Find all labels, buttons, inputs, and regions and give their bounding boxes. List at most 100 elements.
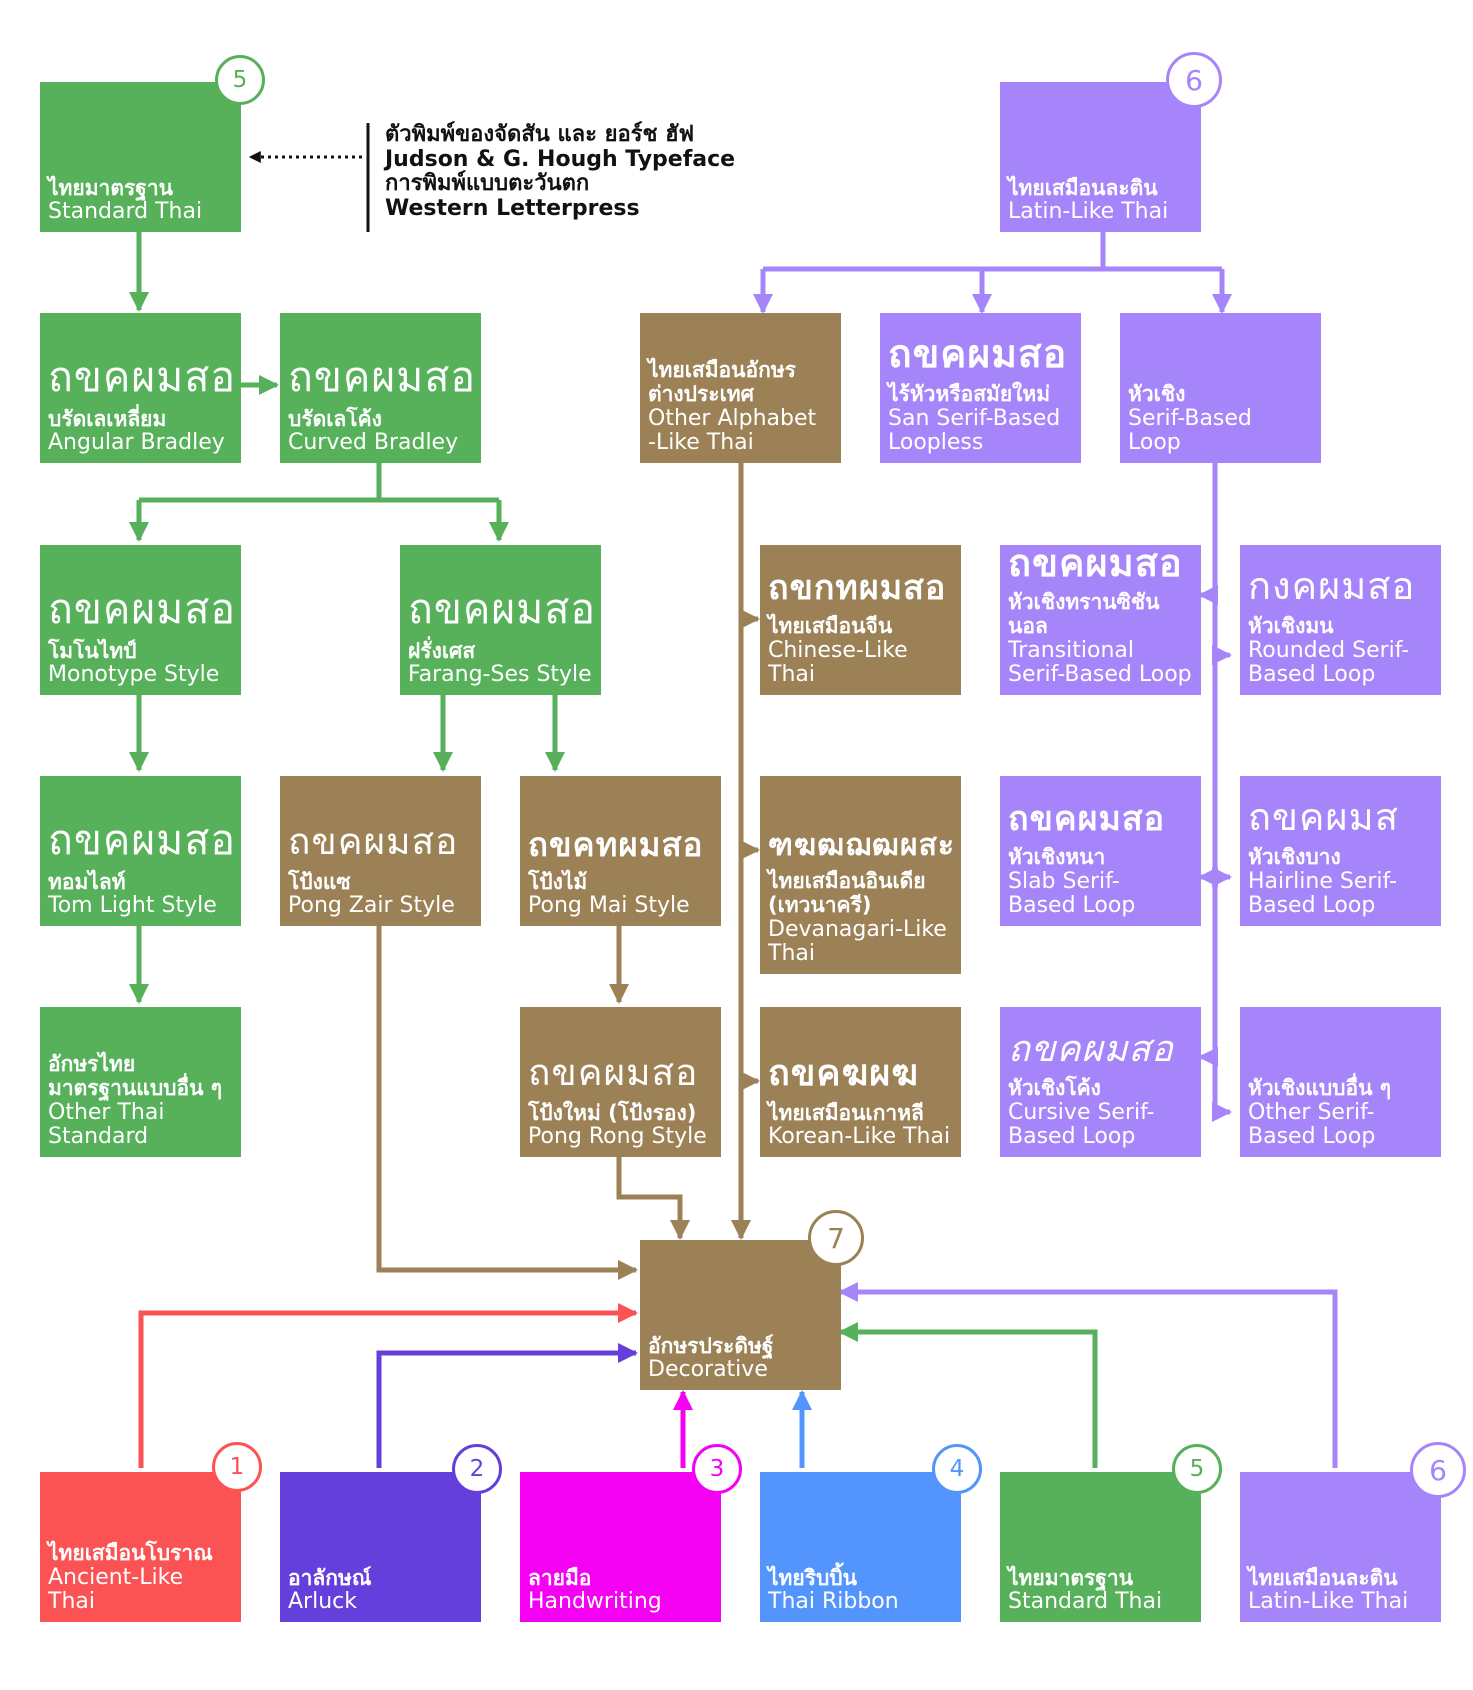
node-decorative: อักษรประดิษฐ์ Decorative — [640, 1240, 841, 1390]
node-label-en-2: Based Loop — [1248, 661, 1376, 687]
node-other-serif-loop: หัวเชิงแบบอื่น ๆ Other Serif- Based Loop — [1240, 1007, 1441, 1157]
node-slab-serif-loop: ถขคผมสอ หัวเชิงหนา Slab Serif- Based Loo… — [1000, 776, 1201, 926]
node-label-en: Tom Light Style — [48, 892, 217, 918]
type-sample: ถขกทผมสอ — [768, 568, 947, 609]
node-transitional-serif-loop: ถขคผมสอ หัวเชิงทรานซิชันนอล Transitional… — [1000, 545, 1201, 695]
node-label-en-1: Slab Serif- — [1008, 868, 1120, 894]
node-label-en-1: Devanagari-Like — [768, 916, 947, 942]
node-latin-like-thai-top: ไทยเสมือนละติน Latin-Like Thai — [1000, 82, 1201, 232]
note-en-1: Judson & G. Hough Typeface — [385, 146, 736, 172]
line-ancient-decorative — [138, 1303, 638, 1468]
node-label-th: ไทยเสมือนอักษรต่างประเทศ — [648, 358, 796, 407]
type-sample: ถขคผมสอ — [1008, 545, 1183, 585]
node-label-en-1: Other Serif- — [1248, 1099, 1375, 1125]
note-en-2: Western Letterpress — [385, 195, 640, 221]
badge-5-top: 5 — [215, 55, 265, 105]
node-label-th: หัวเชิงแบบอื่น ๆ — [1248, 1076, 1392, 1101]
node-label-en: Pong Zair Style — [288, 892, 455, 918]
node-label-en: Decorative — [648, 1356, 768, 1382]
node-label-th: หัวเชิงทรานซิชันนอล — [1008, 590, 1160, 639]
node-label-en: Thai Ribbon — [768, 1588, 899, 1614]
node-label-th: บรัดเลโค้ง — [288, 406, 382, 431]
badge-3: 3 — [692, 1444, 742, 1494]
node-pong-rong-style: ถขคผมสอ โป้งใหม่ (โป้งรอง) Pong Rong Sty… — [520, 1007, 721, 1157]
node-label-th: ไทยริบบิ้น — [768, 1565, 858, 1590]
badge-7: 7 — [808, 1210, 864, 1266]
node-label-th: ไทยเสมือนละติน — [1248, 1565, 1398, 1590]
node-label-th: ไทยเสมือนจีน — [768, 614, 893, 639]
node-label-th: หัวเชิงบาง — [1248, 845, 1341, 870]
type-sample: ถขคผมสอ — [48, 815, 236, 864]
node-label-en-2: Based Loop — [1008, 892, 1136, 918]
node-label-en-1: Transitional — [1008, 637, 1134, 663]
badge-2: 2 — [452, 1444, 502, 1494]
node-latin-like-thai-bottom: ไทยเสมือนละติน Latin-Like Thai — [1240, 1472, 1441, 1622]
type-sample: ถขคฆผฆ — [768, 1052, 920, 1095]
line-latin-split — [763, 232, 1222, 272]
node-label-th: อาลักษณ์ — [288, 1565, 372, 1590]
node-label-en: Korean-Like Thai — [768, 1123, 951, 1149]
type-sample: ถขคผมสอ — [888, 330, 1068, 377]
node-cursive-serif-loop: ถขคผมสอ หัวเชิงโค้ง Cursive Serif- Based… — [1000, 1007, 1201, 1157]
node-label-th: ไทยเสมือนละติน — [1008, 175, 1158, 200]
node-label-en: Curved Bradley — [288, 429, 459, 455]
line-pongzair-decorative — [376, 923, 638, 1280]
node-label-th-1: อักษรไทย — [48, 1052, 136, 1077]
node-label-th: ฝรั่งเศส — [408, 638, 476, 663]
type-sample: ถขคผมสอ — [408, 584, 596, 633]
type-sample: ถขคผมสอ — [288, 352, 476, 401]
type-sample: กงคผมสอ — [1248, 563, 1416, 608]
node-korean-like-thai: ถขคฆผฆ ไทยเสมือนเกาหลี Korean-Like Thai — [760, 1007, 961, 1157]
note-th-2: การพิมพ์แบบตะวันตก — [385, 171, 590, 197]
note-th-1: ตัวพิมพ์ของจัดสัน และ ยอร์ช ฮัฟ — [385, 122, 695, 147]
node-label-th: บรัดเลเหลี่ยม — [48, 406, 167, 431]
node-thai-ribbon: ไทยริบบิ้น Thai Ribbon — [760, 1472, 961, 1622]
node-label-en-2: Loop — [1128, 429, 1181, 455]
node-angular-bradley: ถขคผมสอ บรัดเลเหลี่ยม Angular Bradley — [40, 313, 241, 463]
badge-6: 6 — [1410, 1442, 1466, 1498]
node-pong-mai-style: ถขคทผมสอ โป้งไม้ Pong Mai Style — [520, 776, 721, 926]
node-label-en-2: Based Loop — [1008, 1123, 1136, 1149]
node-monotype-style: ถขคผมสอ โมโนไทป์ Monotype Style — [40, 545, 241, 695]
type-sample: ถขคผมสอ — [48, 584, 236, 633]
type-sample: ถขคผมสอ — [528, 1051, 699, 1095]
node-label-th: โป้งไม้ — [528, 869, 588, 894]
node-arluck: อาลักษณ์ Arluck — [280, 1472, 481, 1622]
node-ancient-like-thai: ไทยเสมือนโบราณ Ancient-Like Thai — [40, 1472, 241, 1622]
node-rounded-serif-loop: กงคผมสอ หัวเชิงมน Rounded Serif- Based L… — [1240, 545, 1441, 695]
node-label-en: Pong Rong Style — [528, 1123, 707, 1149]
line-curved-split — [136, 462, 502, 540]
node-curved-bradley: ถขคผมสอ บรัดเลโค้ง Curved Bradley — [280, 313, 481, 463]
type-sample: ถขคผมสอ — [1008, 1029, 1174, 1071]
node-label-en: Monotype Style — [48, 661, 220, 687]
node-label-en: Ancient-Like Thai — [48, 1564, 184, 1614]
line-latinbot-decorative — [838, 1282, 1338, 1468]
node-label-en: Arluck — [288, 1588, 357, 1614]
node-label-en-1: Other Alphabet — [648, 405, 817, 431]
node-label-th: หัวเชิงมน — [1248, 614, 1334, 639]
node-label-th: ไร้หัวหรือสมัยใหม่ — [888, 382, 1051, 407]
node-label-th-2: (เทวนาครี) — [768, 893, 872, 918]
note-text: ตัวพิมพ์ของจัดสัน และ ยอร์ช ฮัฟ Judson &… — [385, 122, 736, 222]
line-pongrong-decorative — [616, 1154, 690, 1240]
node-label-en-2: Serif-Based Loop — [1008, 661, 1192, 687]
node-label-th: ทอมไลท์ — [48, 869, 126, 894]
node-label-en-1: Other Thai — [48, 1099, 165, 1125]
node-label-en: Standard Thai — [1008, 1588, 1163, 1614]
node-label-th: ไทยเสมือนเกาหลี — [768, 1100, 924, 1125]
node-pong-zair-style: ถขคผมสอ โป้งแซ Pong Zair Style — [280, 776, 481, 926]
type-sample: ถขคผมสอ — [1008, 799, 1166, 840]
line-arluck-decorative — [376, 1343, 638, 1468]
node-label-th: ไทยเสมือนโบราณ — [48, 1541, 213, 1566]
line-standardbot-decorative — [838, 1322, 1098, 1468]
badge-6-top: 6 — [1166, 52, 1222, 108]
node-label-th: โป้งแซ — [288, 869, 351, 894]
node-standard-thai-bottom: ไทยมาตรฐาน Standard Thai — [1000, 1472, 1201, 1622]
node-chinese-like-thai: ถขกทผมสอ ไทยเสมือนจีน Chinese-Like Thai — [760, 545, 961, 695]
node-label-th: หัวเชิง — [1128, 382, 1186, 407]
node-other-alphabet-like-thai: ไทยเสมือนอักษรต่างประเทศ Other Alphabet … — [640, 313, 841, 463]
node-label-th: โมโนไทป์ — [48, 638, 137, 663]
node-label-en-2: -Like Thai — [648, 429, 754, 455]
node-label-th: ลายมือ — [528, 1565, 592, 1590]
